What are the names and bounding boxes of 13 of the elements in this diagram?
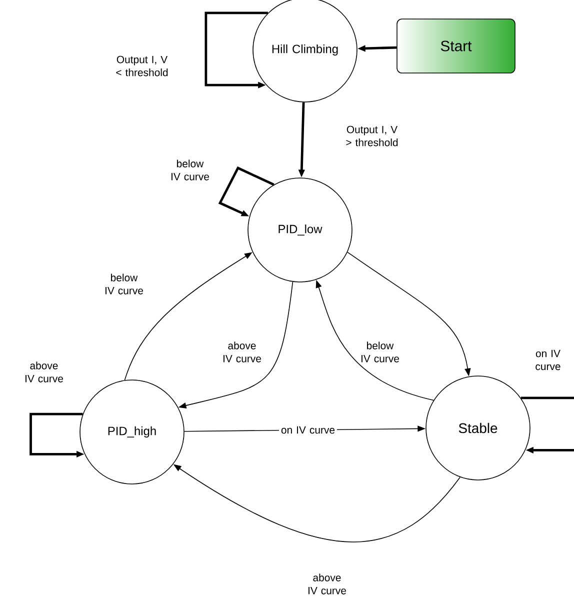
arrow	[218, 166, 274, 216]
edge-label: on IV curve	[536, 350, 560, 370]
edge-label: below IV curve	[106, 274, 143, 294]
start-box: Start	[396, 18, 516, 74]
edge-label: below IV curve	[172, 160, 209, 180]
arrow	[520, 396, 574, 454]
edge-label: above IV curve	[26, 362, 63, 382]
edge-label: below IV curve	[362, 342, 399, 362]
edge-label: on IV curve	[279, 425, 337, 435]
edge-label: above IV curve	[224, 342, 261, 362]
edge-label: Output I, V > threshold	[346, 126, 398, 146]
edge-label: Output I, V < threshold	[116, 56, 168, 76]
edge-label: above IV curve	[308, 574, 346, 594]
